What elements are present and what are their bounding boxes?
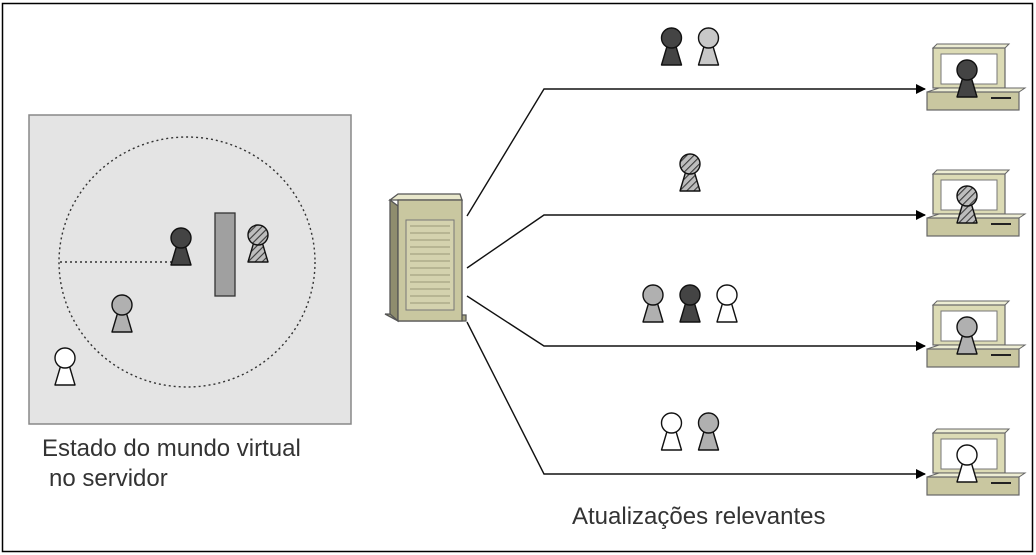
packet-avatar-mid-gray <box>697 412 720 451</box>
update-packet-1 <box>660 27 720 66</box>
update-packets <box>642 27 738 451</box>
world-avatar-white <box>54 347 76 386</box>
world-avatars <box>54 224 269 386</box>
update-line-2 <box>466 210 926 269</box>
world-avatar-dark <box>170 227 192 266</box>
world-caption-line2: no servidor <box>49 465 168 492</box>
client-avatar-hatched <box>956 185 978 224</box>
world-background <box>28 114 352 425</box>
world-caption-line1: Estado do mundo virtual <box>42 435 301 462</box>
update-packet-3 <box>642 284 738 323</box>
client-computer-1 <box>926 43 1027 111</box>
wall-obstacle <box>214 212 236 297</box>
virtual-world-panel <box>28 114 352 425</box>
client-computers <box>926 43 1027 496</box>
client-computer-3 <box>926 300 1027 368</box>
packet-avatar-dark <box>660 27 683 66</box>
update-line-3 <box>466 295 926 351</box>
client-computer-4 <box>926 428 1027 496</box>
area-of-interest-circle <box>58 136 316 388</box>
update-connections <box>466 84 926 479</box>
update-packet-4 <box>660 412 720 451</box>
packet-avatar-mid-gray <box>642 284 664 323</box>
world-avatar-hatched <box>247 224 269 263</box>
packet-avatar-dark <box>679 284 701 323</box>
packet-avatar-hatched <box>679 153 701 192</box>
packet-avatar-white <box>660 412 683 451</box>
server-tower <box>384 193 467 323</box>
world-avatar-mid-gray <box>111 294 133 333</box>
update-line-1 <box>466 84 926 217</box>
packet-avatar-light-gray <box>697 27 720 66</box>
client-avatar-mid-gray <box>956 316 978 355</box>
client-avatar-dark <box>956 59 978 98</box>
client-computer-2 <box>926 169 1027 237</box>
packet-avatar-white <box>716 284 738 323</box>
client-avatar-white <box>956 444 978 483</box>
updates-caption: Atualizações relevantes <box>572 503 825 530</box>
update-packet-2 <box>679 153 701 192</box>
update-line-4 <box>466 321 926 479</box>
